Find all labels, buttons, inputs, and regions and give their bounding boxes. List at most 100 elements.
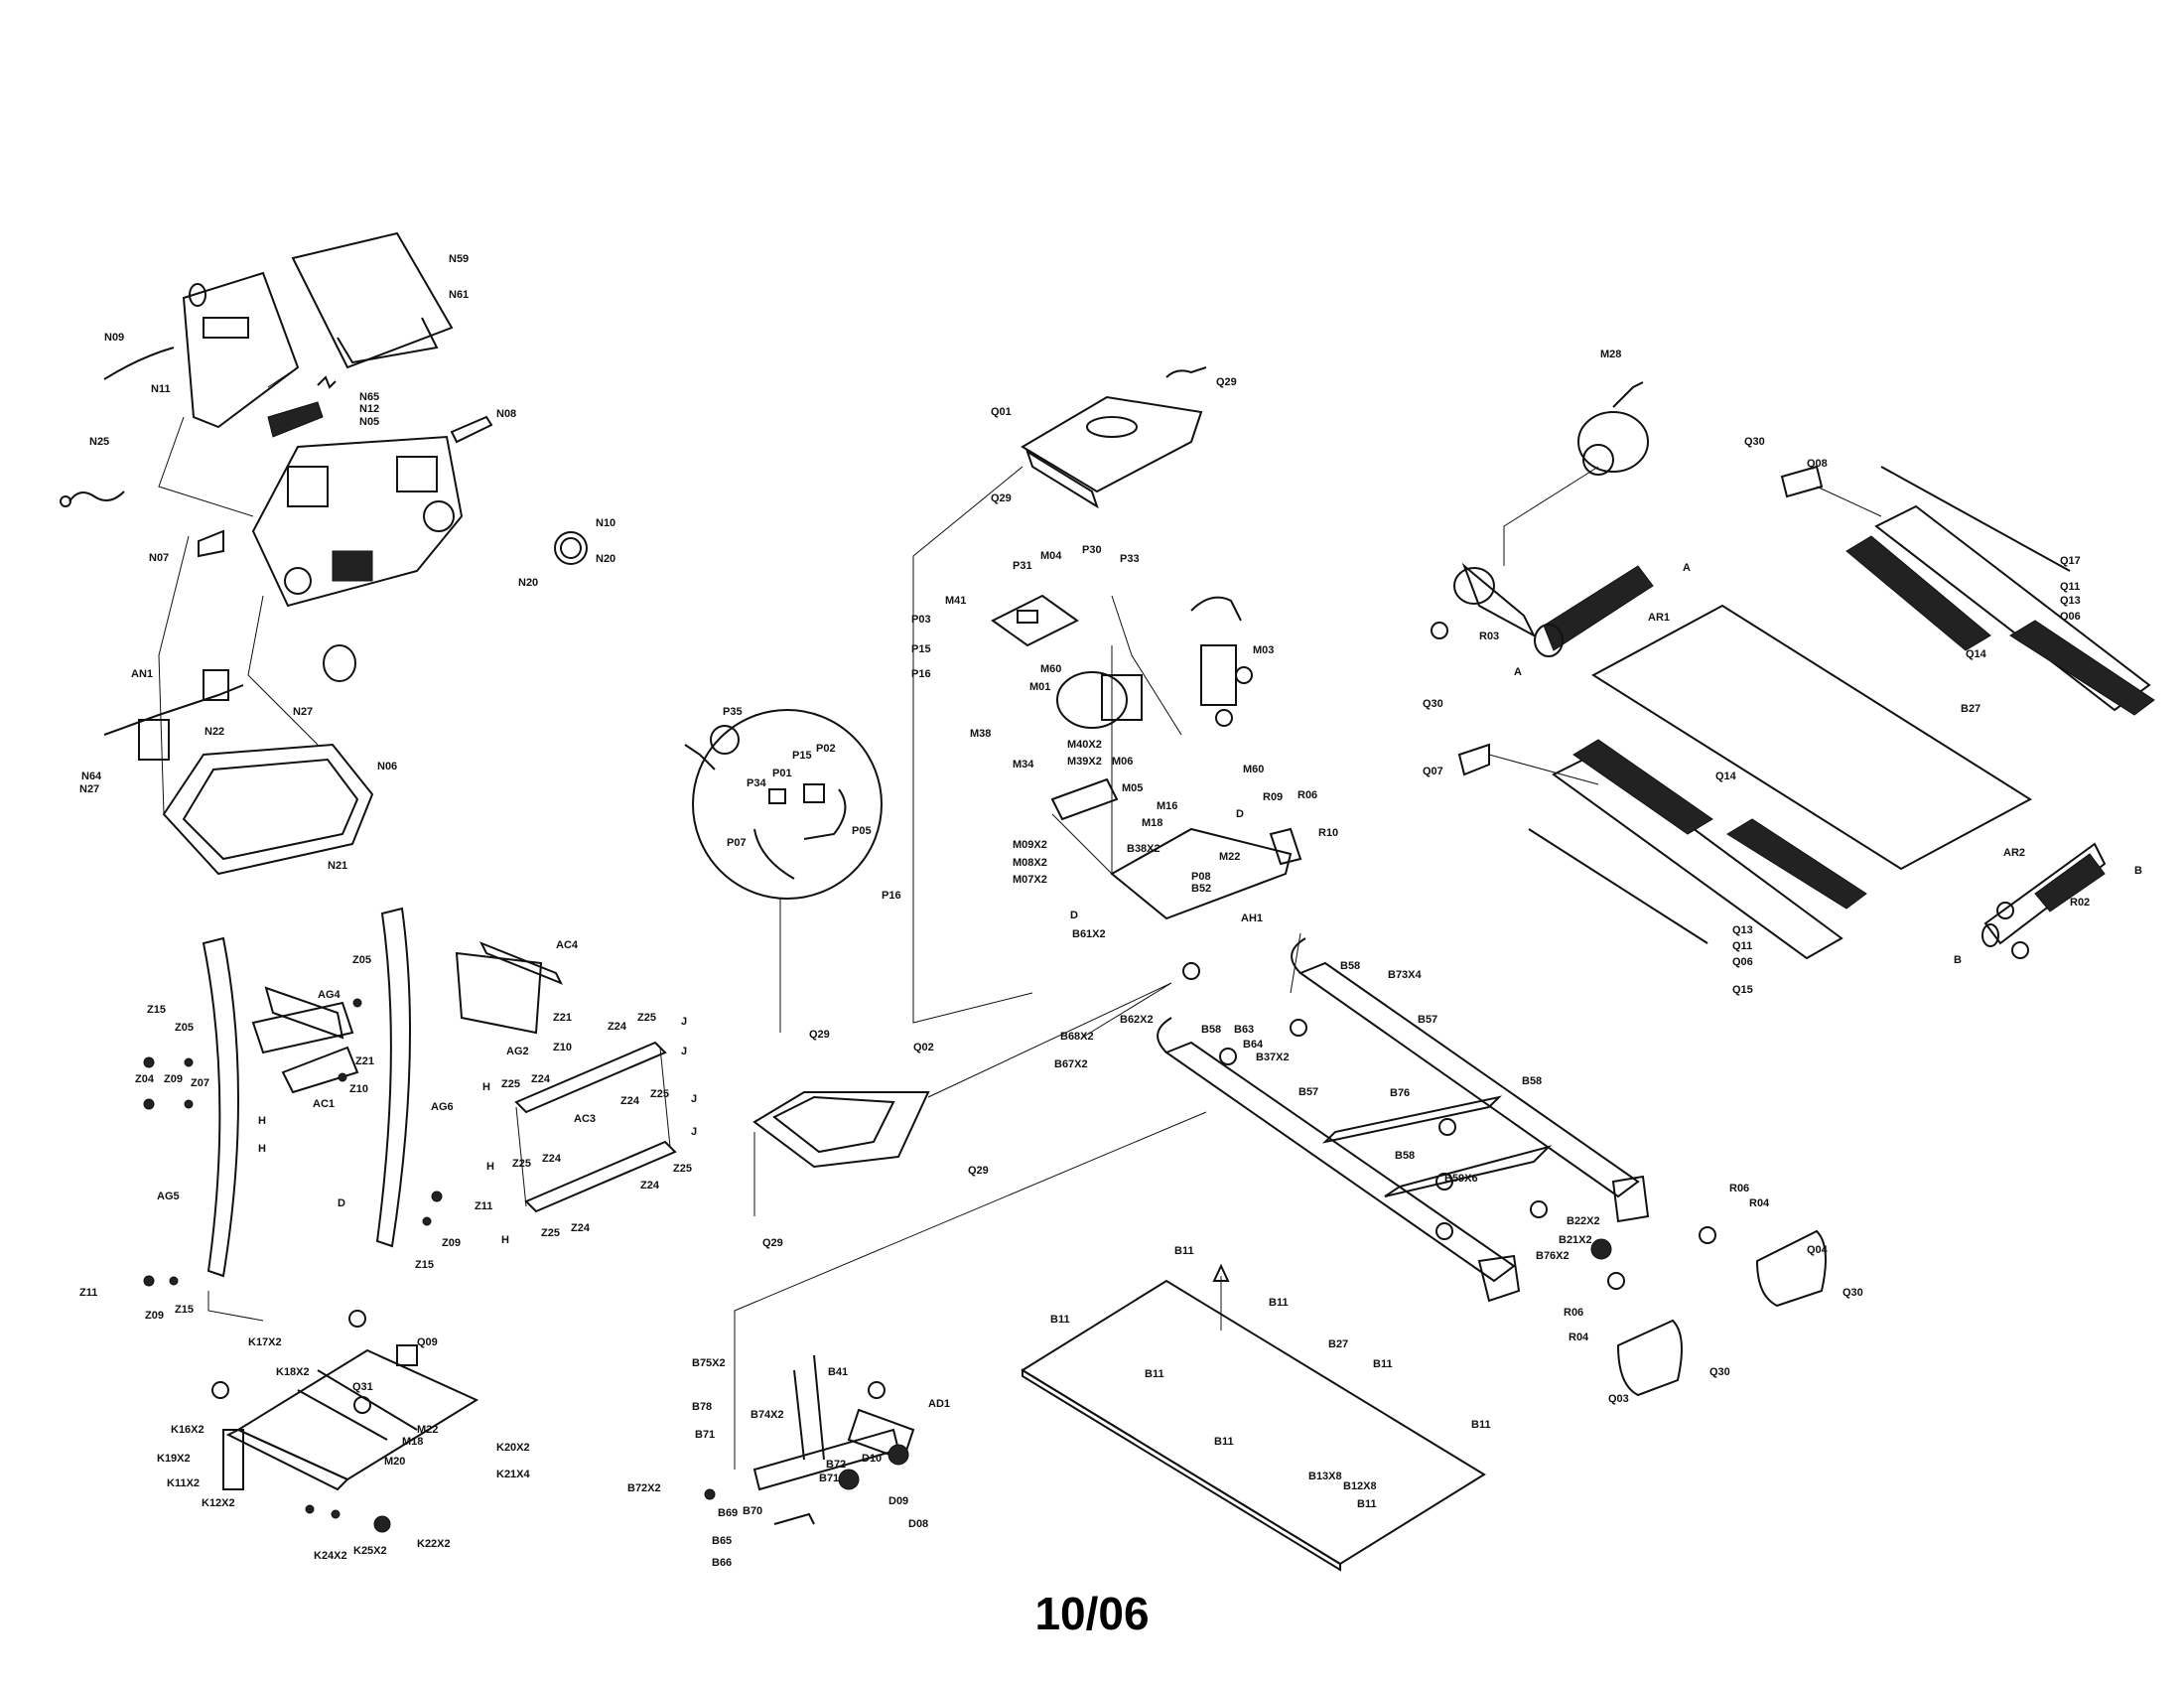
label-Q06a: Q06 xyxy=(2060,611,2081,623)
label-Q30c: Q30 xyxy=(1843,1287,1863,1299)
hood-assembly xyxy=(912,366,1302,1024)
label-K11X2: K11X2 xyxy=(167,1477,200,1489)
label-K18X2: K18X2 xyxy=(276,1366,310,1378)
label-K17X2: K17X2 xyxy=(248,1336,282,1348)
label-Q09: Q09 xyxy=(417,1336,438,1348)
label-Q13b: Q13 xyxy=(1732,924,1753,936)
label-N06: N06 xyxy=(377,761,397,772)
label-P05: P05 xyxy=(852,825,872,837)
label-D09: D09 xyxy=(888,1495,908,1507)
label-Z24b: Z24 xyxy=(531,1073,551,1085)
label-K16X2: K16X2 xyxy=(171,1424,205,1436)
label-B13X8: B13X8 xyxy=(1308,1471,1342,1482)
label-B22X2: B22X2 xyxy=(1567,1215,1600,1227)
label-K21X4: K21X4 xyxy=(496,1469,531,1480)
label-B73X4: B73X4 xyxy=(1388,969,1423,981)
label-Z10a: Z10 xyxy=(553,1042,572,1053)
label-K25X2: K25X2 xyxy=(353,1545,387,1557)
label-M09X2: M09X2 xyxy=(1013,839,1047,851)
label-R06c: R06 xyxy=(1564,1307,1583,1319)
label-B63: B63 xyxy=(1234,1024,1254,1036)
label-R09: R09 xyxy=(1263,791,1283,803)
label-P08: P08 xyxy=(1191,871,1211,883)
label-P16b: P16 xyxy=(882,890,901,902)
label-P30: P30 xyxy=(1082,544,1102,556)
label-N07: N07 xyxy=(149,552,169,564)
label-B58d: B58 xyxy=(1395,1150,1415,1162)
label-B38X2: B38X2 xyxy=(1127,843,1160,855)
label-R02: R02 xyxy=(2070,897,2090,909)
label-B74X2: B74X2 xyxy=(751,1409,784,1421)
label-B66: B66 xyxy=(712,1557,732,1569)
label-B62X2: B62X2 xyxy=(1120,1014,1154,1026)
label-P15b: P15 xyxy=(792,750,812,762)
label-K24X2: K24X2 xyxy=(314,1550,347,1562)
label-B76: B76 xyxy=(1390,1087,1410,1099)
label-Z24f: Z24 xyxy=(571,1222,591,1234)
label-AC4a: AC4 xyxy=(556,939,579,951)
label-Q29b: Q29 xyxy=(991,492,1012,504)
label-N64: N64 xyxy=(81,771,102,782)
callout-A1: A xyxy=(1683,562,1691,574)
label-N12: N12 xyxy=(359,403,379,415)
label-M34: M34 xyxy=(1013,759,1034,771)
label-D10: D10 xyxy=(862,1453,882,1465)
label-B57a: B57 xyxy=(1418,1014,1437,1026)
label-Z25d: Z25 xyxy=(512,1158,531,1170)
label-Q31: Q31 xyxy=(352,1381,373,1393)
label-Q29c: Q29 xyxy=(809,1029,830,1041)
label-B69: B69 xyxy=(718,1507,738,1519)
label-AG2: AG2 xyxy=(506,1046,529,1057)
label-B65: B65 xyxy=(712,1535,732,1547)
label-N05: N05 xyxy=(359,416,379,428)
label-AR2: AR2 xyxy=(2003,847,2025,859)
label-Q14a: Q14 xyxy=(1966,648,1987,660)
label-B67X2: B67X2 xyxy=(1054,1058,1088,1070)
label-AG5: AG5 xyxy=(157,1191,180,1202)
label-N65: N65 xyxy=(359,391,379,403)
label-Z09a: Z09 xyxy=(164,1073,183,1085)
label-M60b: M60 xyxy=(1243,764,1264,775)
label-R10: R10 xyxy=(1318,827,1338,839)
label-M39X2: M39X2 xyxy=(1067,756,1102,768)
callout-A2: A xyxy=(1514,666,1522,678)
label-Z25a: Z25 xyxy=(637,1012,656,1024)
callout-letters: A A B B D D D J J J J H H H H H xyxy=(258,562,2142,1246)
label-Q30b: Q30 xyxy=(1423,698,1443,710)
callout-H5: H xyxy=(501,1234,509,1246)
label-Q02: Q02 xyxy=(913,1042,934,1053)
label-M06: M06 xyxy=(1112,756,1133,768)
date-code: 10/06 xyxy=(1034,1588,1150,1639)
label-B71b: B71 xyxy=(819,1473,839,1484)
label-M60a: M60 xyxy=(1040,663,1061,675)
incline-link xyxy=(704,1111,1207,1525)
label-K22X2: K22X2 xyxy=(417,1538,451,1550)
label-M03: M03 xyxy=(1253,644,1274,656)
label-B21X2: B21X2 xyxy=(1559,1234,1592,1246)
label-Z24e: Z24 xyxy=(640,1180,660,1192)
bottom-plate xyxy=(1021,1263,1486,1572)
callout-H3: H xyxy=(258,1115,266,1127)
callout-D3: D xyxy=(338,1197,345,1209)
label-Z04a: Z04 xyxy=(135,1073,155,1085)
label-Z25b: Z25 xyxy=(501,1078,520,1090)
label-N21: N21 xyxy=(328,860,347,872)
label-Z09b: Z09 xyxy=(442,1237,461,1249)
label-AD1: AD1 xyxy=(928,1398,950,1410)
label-B11b: B11 xyxy=(1269,1297,1289,1309)
label-B58a: B58 xyxy=(1340,960,1360,972)
label-P33: P33 xyxy=(1120,553,1140,565)
label-Z05a: Z05 xyxy=(352,954,371,966)
callout-D1: D xyxy=(1236,808,1244,820)
label-Z10b: Z10 xyxy=(349,1083,368,1095)
label-Q03: Q03 xyxy=(1608,1393,1629,1405)
label-Z21b: Z21 xyxy=(355,1055,374,1067)
label-M41: M41 xyxy=(945,595,966,607)
label-B71a: B71 xyxy=(695,1429,715,1441)
part-labels: N59 N61 N09 N11 N65 N12 N05 N08 N25 N10 … xyxy=(79,253,2090,1569)
label-M38: M38 xyxy=(970,728,991,740)
label-Q01: Q01 xyxy=(991,406,1012,418)
label-Q29a: Q29 xyxy=(1216,376,1237,388)
label-Z09c: Z09 xyxy=(145,1310,164,1322)
